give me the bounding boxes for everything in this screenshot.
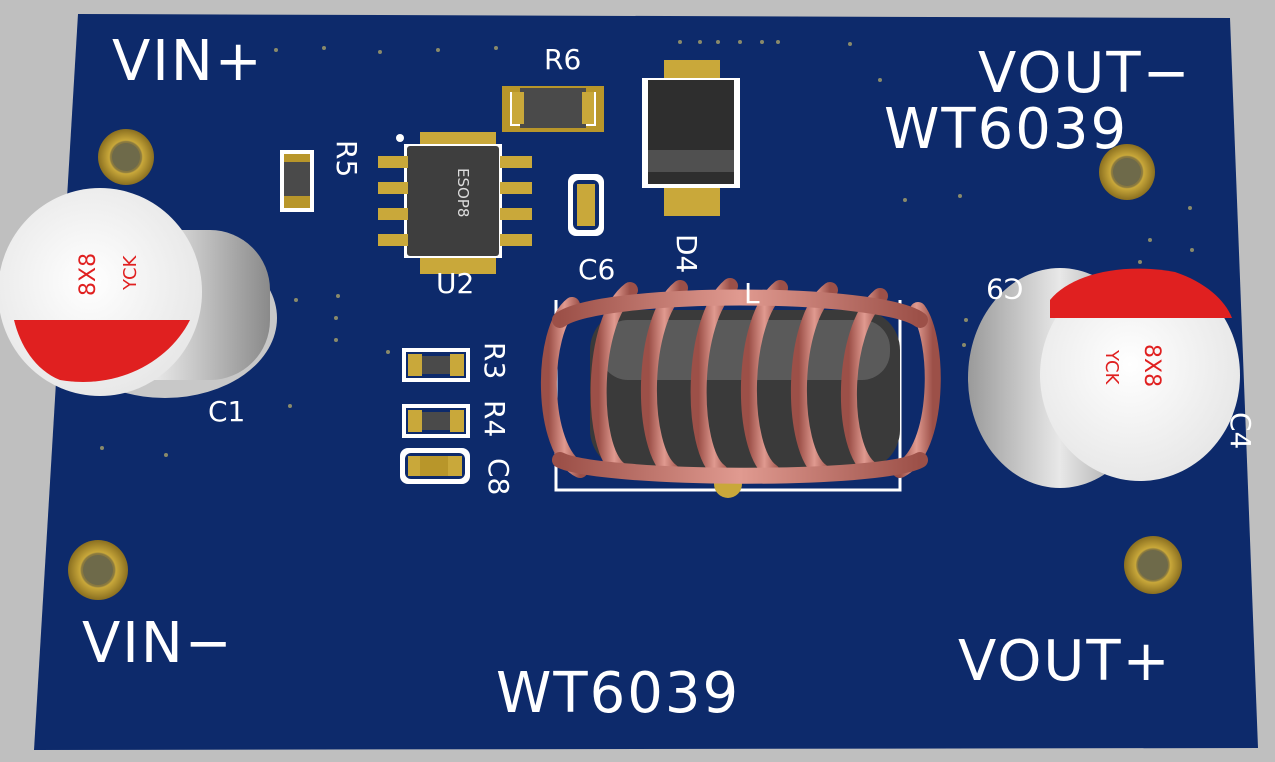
refdes-r4: R4 xyxy=(478,400,511,438)
refdes-d4: D4 xyxy=(670,234,703,274)
refdes-c4: C4 xyxy=(1224,412,1257,450)
label-part-top: WT6039 xyxy=(884,97,1129,162)
capacitor-c9 xyxy=(968,268,1240,488)
label-vout-plus: VOUT+ xyxy=(958,629,1172,694)
capacitor-c1 xyxy=(0,188,277,398)
ic-u2 xyxy=(378,132,532,274)
resistor-r5 xyxy=(280,150,314,212)
inductor-l xyxy=(540,278,941,498)
ic-marking: ESOP8 xyxy=(454,168,472,218)
label-part-bottom: WT6039 xyxy=(496,661,741,726)
cap-left-size: 8X8 xyxy=(76,252,101,296)
refdes-r6: R6 xyxy=(544,43,582,76)
refdes-c6: C6 xyxy=(578,253,616,286)
refdes-l: L xyxy=(744,277,760,310)
via-dots xyxy=(100,40,1194,457)
cap-right-brand: YCK xyxy=(1101,350,1122,385)
label-vin-minus: VIN− xyxy=(82,611,234,676)
mounting-hole-icon xyxy=(68,129,1182,600)
cap-left-brand: YCK xyxy=(120,255,141,290)
refdes-r3: R3 xyxy=(478,342,511,380)
resistor-r6 xyxy=(502,86,604,132)
diode-d4 xyxy=(642,60,740,216)
refdes-r5: R5 xyxy=(330,140,363,178)
capacitor-c6 xyxy=(568,174,604,236)
label-vin-plus: VIN+ xyxy=(112,29,264,94)
label-vout-minus: VOUT− xyxy=(978,41,1192,106)
refdes-u2: U2 xyxy=(436,267,475,300)
capacitor-c8 xyxy=(400,448,470,484)
refdes-c1: C1 xyxy=(208,395,246,428)
resistor-r4 xyxy=(402,404,470,438)
cap-right-size: 8X8 xyxy=(1139,344,1164,388)
refdes-c9: C9 xyxy=(986,272,1024,305)
resistor-r3 xyxy=(402,348,470,382)
refdes-c8: C8 xyxy=(482,458,515,496)
